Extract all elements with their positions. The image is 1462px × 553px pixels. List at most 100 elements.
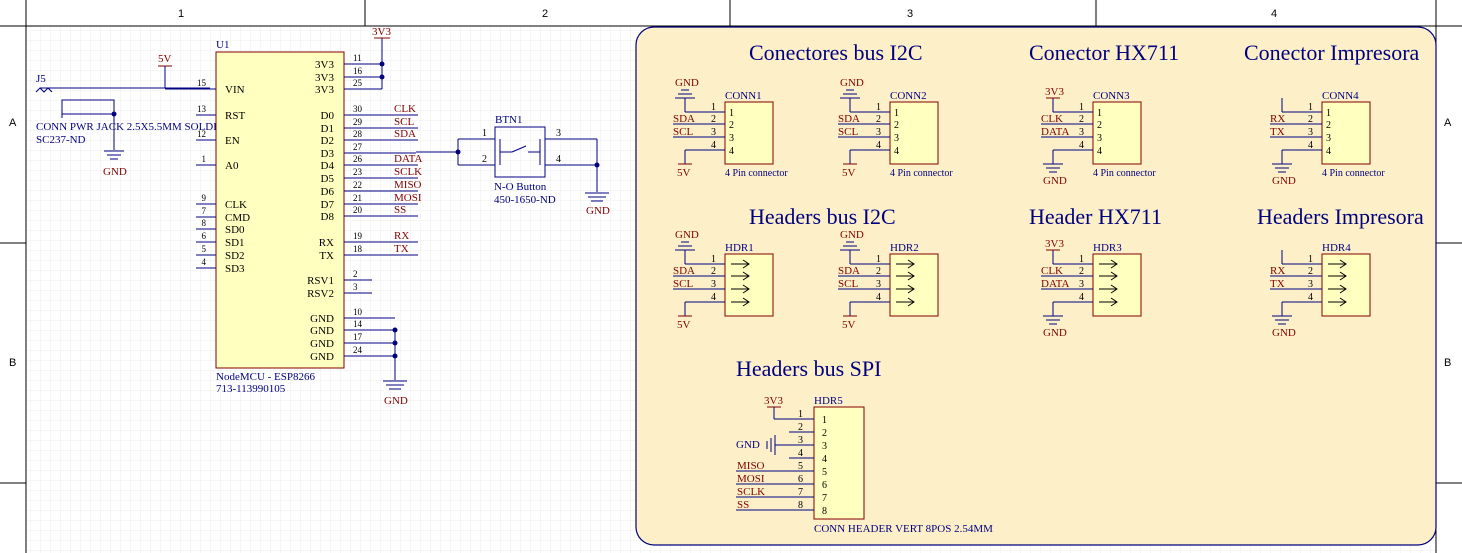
hdr5-pin-number: 3 xyxy=(798,435,803,446)
conn1-pin-label: 1 xyxy=(729,108,734,119)
hdr1-pin-arrow xyxy=(731,271,750,281)
u1-net-label: RX xyxy=(394,230,409,242)
u1-pin-number: 19 xyxy=(353,231,363,241)
u1-pin-name: SD0 xyxy=(225,224,245,236)
btn1-gnd-label: GND xyxy=(586,205,610,217)
conn3-ref: CONN3 xyxy=(1093,90,1130,102)
hdr5-pin-label: 7 xyxy=(822,493,827,504)
hdr1-ref: HDR1 xyxy=(725,242,754,254)
j5-power-jack[interactable] xyxy=(35,87,210,160)
row-label-a-left: A xyxy=(9,117,17,129)
conn3-top-label: 3V3 xyxy=(1045,86,1064,98)
conn1-pin-number: 3 xyxy=(711,127,716,138)
u1-net-label: CLK xyxy=(394,103,416,115)
hdr5-name: CONN HEADER VERT 8POS 2.54MM xyxy=(814,523,993,535)
u1-pin-name: 3V3 xyxy=(315,72,334,84)
u1-pin-name: D4 xyxy=(321,160,335,172)
conn3-pin-number: 4 xyxy=(1079,140,1084,151)
conn2-pin-label: 3 xyxy=(894,133,899,144)
u1-pin-number: 24 xyxy=(353,345,363,355)
hdr4-net-label: RX xyxy=(1270,265,1285,277)
u1-pin-name: CMD xyxy=(225,212,250,224)
btn1-body[interactable] xyxy=(494,126,546,178)
btn1-pin-1: 1 xyxy=(482,128,487,139)
hdr2-bottom-label: 5V xyxy=(842,319,856,331)
col-label-4: 4 xyxy=(1271,8,1277,20)
u1-pin-name: CLK xyxy=(225,199,247,211)
conn2-pin-number: 4 xyxy=(876,140,881,151)
hdr1-net-label: SCL xyxy=(673,278,693,290)
hdr3-top-label: 3V3 xyxy=(1045,238,1064,250)
hdr5-pin-number: 7 xyxy=(798,487,803,498)
btn1-pin-3: 3 xyxy=(556,128,561,139)
u1-pin-number: 15 xyxy=(197,78,207,88)
u1-pin-number: 25 xyxy=(353,78,363,88)
conn2-top-label: GND xyxy=(840,77,864,89)
hdr1-body[interactable] xyxy=(724,253,774,317)
conn3-pin-label: 1 xyxy=(1097,108,1102,119)
u1-pin-number: 11 xyxy=(353,53,362,63)
hdr5-pin-label: 2 xyxy=(822,428,827,439)
hdr4-net-label: TX xyxy=(1270,278,1285,290)
conn2-body[interactable] xyxy=(889,101,939,165)
j5-part: SC237-ND xyxy=(36,134,86,146)
hdr4-bottom-label: GND xyxy=(1272,327,1296,339)
u1-pin-number: 9 xyxy=(202,193,207,203)
btn1-junction-left xyxy=(455,149,461,155)
hdr4-body[interactable] xyxy=(1321,253,1371,317)
u1-pin-name: RSV2 xyxy=(307,288,334,300)
conn3-pin-number: 2 xyxy=(1079,114,1084,125)
hdr5-pin-label: 3 xyxy=(822,441,827,452)
title-conector-hx711: Conector HX711 xyxy=(1029,40,1179,65)
conn3-body[interactable] xyxy=(1092,101,1142,165)
hdr2-net-label: SCL xyxy=(838,278,858,290)
u1-pin-name: RX xyxy=(319,237,334,249)
hdr2-body[interactable] xyxy=(889,253,939,317)
u1-pin-number: 16 xyxy=(353,66,363,76)
hdr5-pin-number: 2 xyxy=(798,422,803,433)
conn3-pin-label: 4 xyxy=(1097,146,1102,157)
power-5v-port xyxy=(158,65,172,88)
u1-body[interactable] xyxy=(215,51,345,369)
hdr1-pin-arrow xyxy=(731,284,750,294)
conn4-pin-number: 1 xyxy=(1308,102,1313,113)
u1-pin-number: 29 xyxy=(353,117,363,127)
u1-pin-number: 13 xyxy=(197,104,207,114)
conn1-ref: CONN1 xyxy=(725,90,762,102)
u1-pin-number: 30 xyxy=(353,104,363,114)
u1-pin-name: D5 xyxy=(321,173,335,185)
hdr5-pin-label: 5 xyxy=(822,467,827,478)
u1-pin-name: D1 xyxy=(321,123,334,135)
u1-pin-name: 3V3 xyxy=(315,59,334,71)
conn1-pin-label: 4 xyxy=(729,146,734,157)
u1-pin-name: GND xyxy=(310,325,334,337)
conn1-body[interactable] xyxy=(724,101,774,165)
title-headers-impresora: Headers Impresora xyxy=(1257,204,1424,229)
hdr3-body[interactable] xyxy=(1092,253,1142,317)
u1-ref: U1 xyxy=(216,39,229,51)
conn1-pin-number: 1 xyxy=(711,102,716,113)
hdr4-ref: HDR4 xyxy=(1322,242,1351,254)
hdr1-pin-number: 1 xyxy=(711,254,716,265)
u1-pin-name: RSV1 xyxy=(307,275,334,287)
hdr2-pin-number: 2 xyxy=(876,266,881,277)
hdr3-net-label: CLK xyxy=(1041,265,1063,277)
conn4-body[interactable] xyxy=(1321,101,1371,165)
hdr4-pin-arrow xyxy=(1328,297,1347,307)
junction-3v3-a xyxy=(379,61,385,67)
conn4-pin-label: 2 xyxy=(1326,120,1331,131)
hdr5-gnd-label: GND xyxy=(736,439,760,451)
u1-pin-name: GND xyxy=(310,351,334,363)
u1-pin-name: VIN xyxy=(225,84,245,96)
conn3-net-label: CLK xyxy=(1041,113,1063,125)
hdr5-pin-number: 8 xyxy=(798,500,803,511)
conn1-pin-label: 2 xyxy=(729,120,734,131)
hdr5-body[interactable] xyxy=(813,406,865,520)
u1-pin-name: EN xyxy=(225,135,240,147)
u1-net-label: SCLK xyxy=(394,166,422,178)
hdr1-pin-arrow xyxy=(731,297,750,307)
conn4-pin-number: 3 xyxy=(1308,127,1313,138)
conn4-pin-label: 1 xyxy=(1326,108,1331,119)
